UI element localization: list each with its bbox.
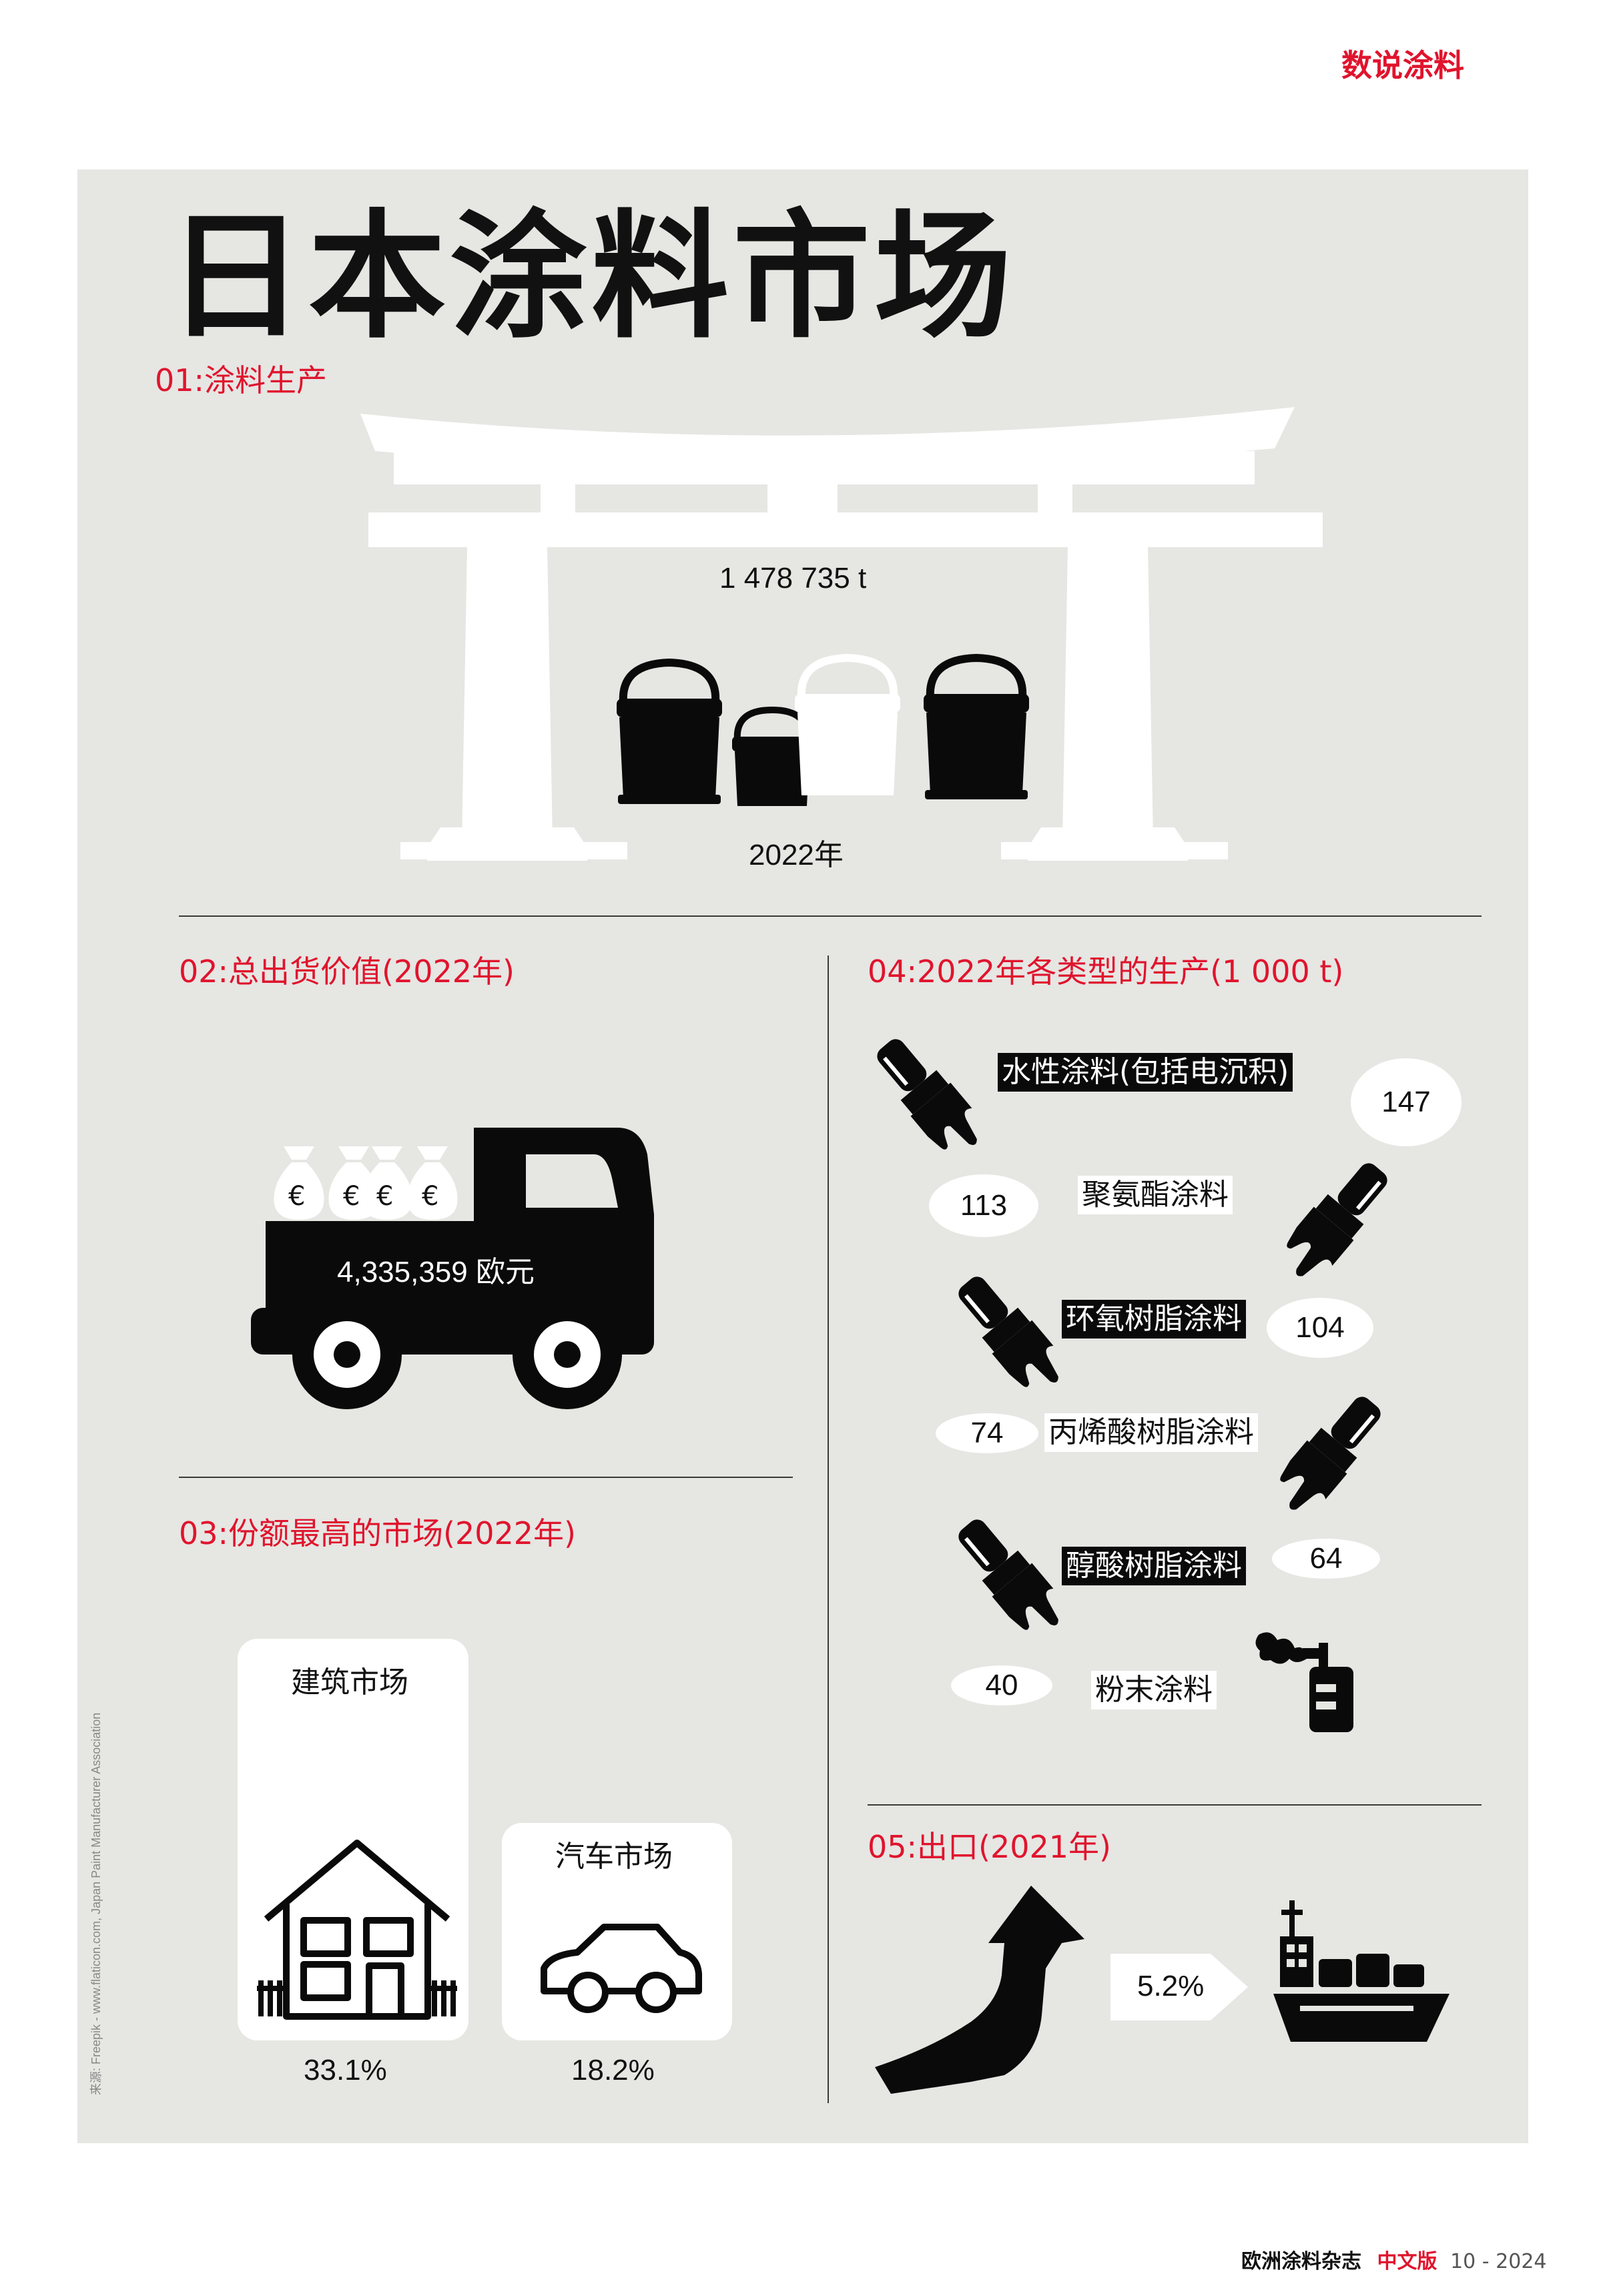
- market-name: 汽车市场: [555, 1840, 673, 1873]
- section-03-heading: 03:份额最高的市场(2022年): [179, 1515, 576, 1551]
- section-04-heading: 04:2022年各类型的生产(1 000 t): [868, 953, 1344, 990]
- market-name: 建筑市场: [291, 1666, 408, 1699]
- paint-brush-icon: [877, 1039, 977, 1150]
- money-bag-icon: [274, 1146, 324, 1220]
- euro-symbol: €: [288, 1181, 306, 1212]
- paint-type-value: 104: [1267, 1298, 1373, 1358]
- paint-type-value: 64: [1272, 1539, 1380, 1579]
- export-value: 5.2%: [1137, 1970, 1205, 2002]
- paint-brush-icon: [958, 1276, 1058, 1387]
- paint-bucket-white-icon: [795, 653, 900, 795]
- market-card-automotive: [502, 1823, 732, 2040]
- divider: [179, 1477, 793, 1478]
- paint-type-label: 环氧树脂涂料: [1062, 1300, 1246, 1338]
- paint-brush-icon: [958, 1519, 1058, 1630]
- paint-bucket-small-icon: [732, 706, 812, 806]
- paint-bucket-icon: [924, 653, 1029, 799]
- euro-symbol: €: [343, 1181, 360, 1212]
- paint-brush-icon: [1280, 1397, 1381, 1510]
- section-tag: 数说涂料: [1341, 47, 1464, 83]
- section-01-heading: 01:涂料生产: [155, 362, 328, 398]
- house-icon: [257, 1840, 457, 2020]
- paint-type-label: 丙烯酸树脂涂料: [1044, 1413, 1258, 1452]
- divider: [179, 915, 1482, 917]
- page-title: 日本涂料市场: [167, 197, 1016, 357]
- section-05-heading: 05:出口(2021年): [868, 1829, 1111, 1865]
- money-bag-icon: [362, 1146, 412, 1220]
- euro-symbol: €: [376, 1181, 394, 1212]
- paint-brush-icon: [1287, 1163, 1387, 1276]
- paint-type-value: 147: [1351, 1058, 1462, 1146]
- paint-type-label: 醇酸树脂涂料: [1062, 1547, 1246, 1585]
- production-amount: 1 478 735 t: [719, 562, 867, 595]
- divider: [868, 1804, 1482, 1806]
- footer-issue: 10 - 2024: [1450, 2250, 1547, 2273]
- export-value-tag: 5.2%: [1110, 1954, 1251, 2020]
- money-bag-icon: [407, 1146, 458, 1220]
- market-share: 33.1%: [304, 2054, 387, 2086]
- paint-type-label: 水性涂料(包括电沉积): [998, 1053, 1293, 1092]
- spray-gun-icon: [1255, 1632, 1353, 1732]
- footer: 欧洲涂料杂志 中文版 10 - 2024: [1241, 2245, 1547, 2274]
- japan-map-icon: [875, 1886, 1084, 2094]
- truck-icon: [251, 1128, 654, 1409]
- cargo-ship-icon: [1273, 1900, 1450, 2042]
- paint-bucket-icon: [617, 658, 722, 804]
- tag-shape: [1110, 1954, 1248, 2020]
- production-year: 2022年: [749, 839, 844, 871]
- paint-type-value: 40: [951, 1665, 1052, 1705]
- column-divider: [828, 955, 829, 2103]
- car-icon: [541, 1924, 702, 2013]
- torii-gate-icon: [360, 407, 1323, 861]
- shipment-value: 4,335,359 欧元: [337, 1256, 535, 1288]
- euro-symbol: €: [422, 1181, 439, 1212]
- section-02-heading: 02:总出货价值(2022年): [179, 953, 515, 990]
- money-bags: € € € €: [270, 1142, 477, 1222]
- paint-type-value: 74: [936, 1413, 1038, 1453]
- paint-type-label: 聚氨酯涂料: [1078, 1176, 1233, 1214]
- footer-edition: 中文版: [1377, 2250, 1437, 2273]
- paint-type-label: 粉末涂料: [1091, 1671, 1217, 1709]
- paint-type-value: 113: [929, 1174, 1038, 1237]
- market-share: 18.2%: [571, 2054, 655, 2086]
- footer-magazine: 欧洲涂料杂志: [1241, 2250, 1361, 2273]
- source-note: 来源: Freepik - www.flaticon.com, Japan Pa…: [89, 1712, 103, 2095]
